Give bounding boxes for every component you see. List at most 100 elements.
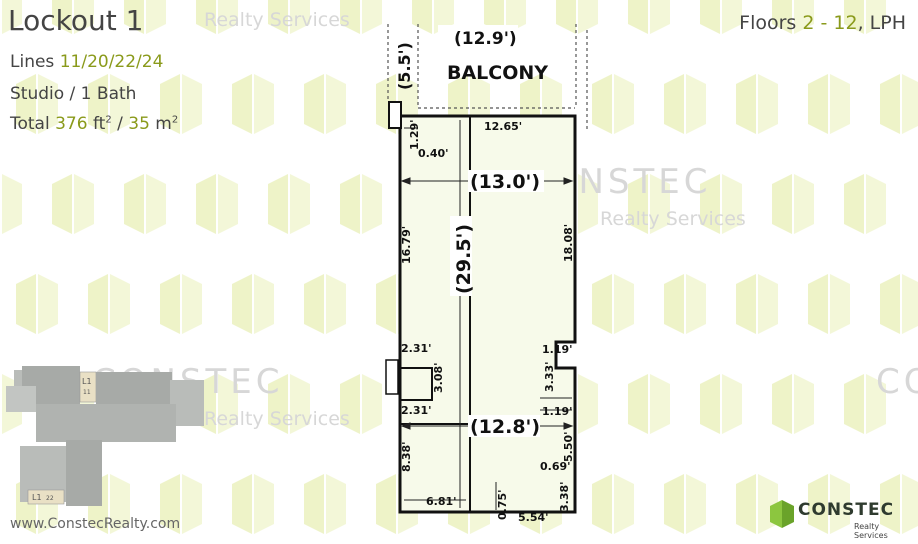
watermark-shape [686, 74, 706, 134]
keyplan-bottom-line: 22 [46, 495, 54, 502]
watermark-shape [326, 74, 346, 134]
dim-2-31-bottom-label: 2.31' [401, 404, 432, 417]
watermark-shape [650, 174, 670, 234]
constec-logo: CONSTEC Realty Services [768, 496, 908, 540]
watermark-shape [808, 74, 828, 134]
watermark-shape [326, 274, 346, 334]
watermark-shape [664, 474, 684, 534]
bath-fixture [385, 359, 399, 395]
area-m-exp: 2 [171, 114, 179, 126]
watermark-shape [340, 0, 360, 34]
watermark-shape [232, 274, 252, 334]
watermark-realty-text: Realty Services [204, 408, 350, 430]
logo-subtitle: Realty Services [854, 522, 888, 540]
unit-total-area: Total 376 ft2 / 35 m2 [10, 114, 178, 134]
watermark-shape [268, 0, 288, 34]
watermark-shape [304, 274, 324, 334]
watermark-shape [844, 374, 864, 434]
watermark-shape [254, 274, 274, 334]
watermark-shape [268, 174, 288, 234]
unit-title: Lockout 1 [8, 4, 144, 37]
watermark-shape [722, 374, 742, 434]
watermark-shape [412, 0, 432, 34]
watermark-shape [628, 374, 648, 434]
watermark-realty-text: Realty Services [600, 208, 746, 230]
watermark-shape [218, 374, 238, 434]
watermark-shape [110, 474, 130, 534]
watermark-shape [700, 0, 720, 34]
watermark-shape [628, 0, 648, 34]
area-ft-unit: ft [92, 114, 106, 134]
overall-length-label: (29.5') [453, 224, 475, 294]
watermark-shape [218, 174, 238, 234]
keyplan-top-unit: L1 [82, 377, 92, 386]
watermark-shape [736, 274, 756, 334]
watermark-shape [182, 274, 202, 334]
watermark-shape [700, 374, 720, 434]
watermark-shape [376, 274, 396, 334]
watermark-shape [110, 274, 130, 334]
watermark-shape [650, 0, 670, 34]
unit-interior [400, 116, 575, 512]
dim-8-38-label: 8.38' [400, 441, 413, 472]
watermark-realty-text: Realty Services [204, 9, 350, 31]
watermark-shape [160, 74, 180, 134]
watermark-shape [2, 174, 22, 234]
watermark-shape [110, 74, 130, 134]
watermark-shape [794, 374, 814, 434]
watermark-shape [592, 74, 612, 134]
area-ft-value: 376 [55, 114, 88, 134]
watermark-shape [628, 174, 648, 234]
dim-0-69-label: 0.69' [540, 460, 571, 473]
dim-6-81-label: 6.81' [426, 495, 457, 508]
watermark-shape [254, 74, 274, 134]
dim-1-29-label: 1.29' [408, 119, 421, 150]
door-marker [388, 101, 402, 129]
watermark-shape [362, 174, 382, 234]
watermark-shape [146, 174, 166, 234]
watermark-shape [326, 474, 346, 534]
lower-width-label: (12.8') [470, 416, 540, 438]
watermark-shape [88, 74, 108, 134]
dim-12-65-label: 12.65' [484, 120, 522, 133]
watermark-shape [304, 474, 324, 534]
dim-3-38-label: 3.38' [558, 481, 571, 512]
watermark-shape [902, 74, 918, 134]
watermark-shape [844, 0, 864, 34]
watermark-shape [578, 174, 598, 234]
website-link[interactable]: www.ConstecRealty.com [10, 516, 181, 532]
watermark-shape [592, 274, 612, 334]
watermark-shape [880, 274, 900, 334]
watermark-shape [758, 274, 778, 334]
floors-info: Floors 2 - 12, LPH [739, 12, 906, 34]
watermark-shape [614, 274, 634, 334]
watermark-shape [664, 74, 684, 134]
watermark-shape [290, 0, 310, 34]
area-m-unit: m [155, 114, 172, 134]
watermark-shape [38, 74, 58, 134]
watermark-shape [52, 0, 72, 34]
watermark-shape [38, 274, 58, 334]
watermark-shape [182, 474, 202, 534]
watermark-shape [736, 74, 756, 134]
watermark-shape [772, 0, 792, 34]
watermark-shape [290, 374, 310, 434]
keyplan-top-line: 11 [83, 389, 91, 396]
area-ft-exp: 2 [105, 114, 112, 126]
watermark-shape [902, 274, 918, 334]
watermark-shape [808, 274, 828, 334]
watermark-shape [124, 174, 144, 234]
watermark-shape [268, 374, 288, 434]
dim-3-08-label: 3.08' [432, 362, 445, 393]
floors-label: Floors [739, 12, 797, 34]
watermark-shape [88, 274, 108, 334]
watermark-shape [578, 374, 598, 434]
floors-range: 2 - 12 [802, 12, 858, 34]
watermark-shape [866, 174, 886, 234]
watermark-shape [182, 74, 202, 134]
watermark-shape [686, 474, 706, 534]
watermark-shape [340, 174, 360, 234]
balcony-width-label: (12.9') [454, 29, 517, 49]
keyplan-bottom-unit: L1 [32, 493, 42, 502]
